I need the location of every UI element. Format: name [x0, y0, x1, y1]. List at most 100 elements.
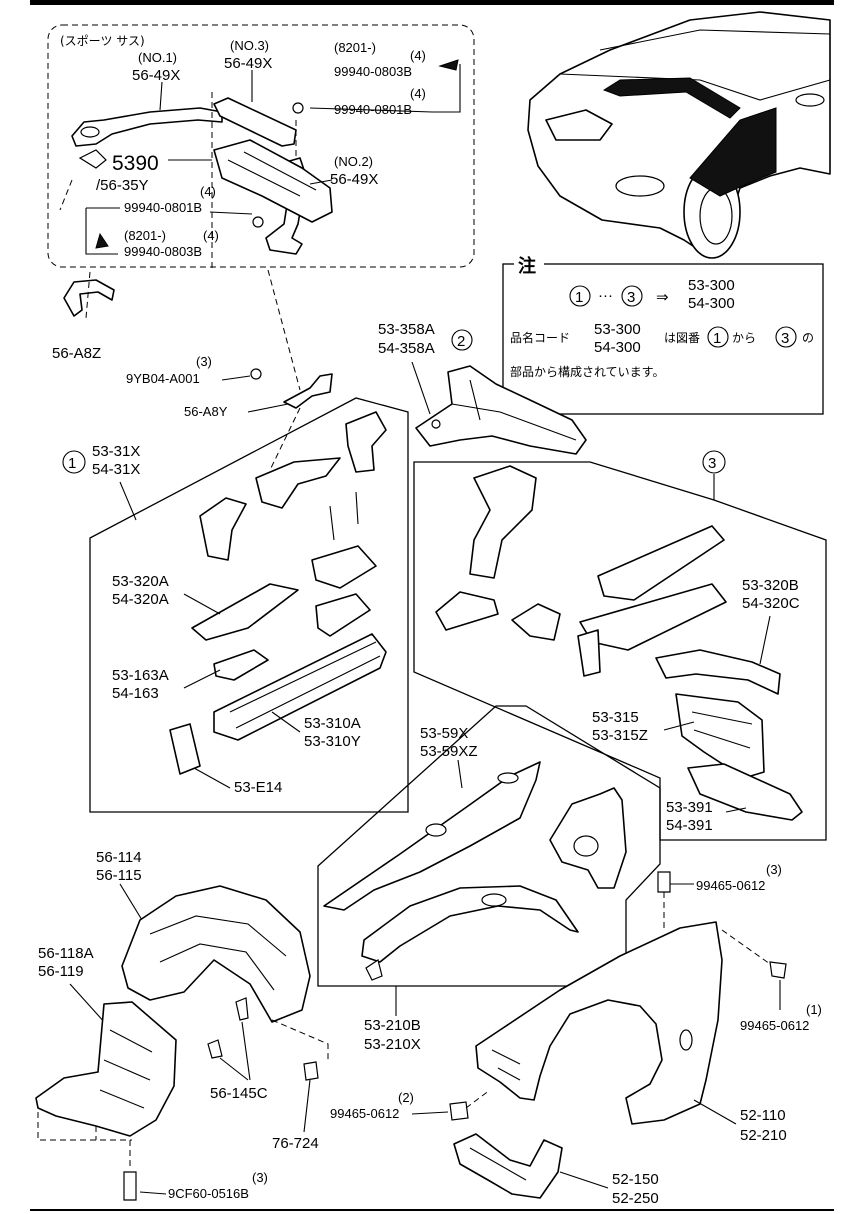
- p163-leader: [183, 669, 221, 689]
- apron-lower-hole: [481, 893, 507, 907]
- p315-leader: [663, 721, 695, 731]
- g1-part-163a: [213, 649, 269, 681]
- liner-fender-114: [121, 885, 311, 1023]
- note-range-from: 1: [575, 289, 583, 306]
- sport-group-frame: [47, 24, 475, 268]
- note-code-2: 54-300: [688, 295, 735, 312]
- p391-1: 53-391: [666, 799, 713, 816]
- fender-splash-152: [453, 1133, 563, 1199]
- note-line2-from: 1: [713, 330, 721, 347]
- note-range-dots: ···: [598, 287, 613, 304]
- fender-bolt-right-qty: (1): [806, 1002, 822, 1017]
- note-line2-no: の: [802, 331, 814, 345]
- g3-part-tower: [469, 465, 537, 579]
- no2-code: 56-49X: [330, 171, 378, 188]
- p315-2: 53-315Z: [592, 727, 648, 744]
- windshield: [599, 29, 831, 51]
- note-line2-prefix: 品名コード: [510, 330, 570, 345]
- p320a-2: 54-320A: [112, 591, 169, 608]
- strut-mount-hole: [80, 126, 100, 138]
- fender-code-1: 52-110: [740, 1107, 786, 1124]
- group1-num: 1: [68, 455, 76, 472]
- group1-circle: [62, 450, 86, 474]
- qty-left-1: (4): [200, 184, 216, 199]
- apron-clip: [365, 959, 383, 981]
- bolt-9cf60: 9CF60-0516B: [168, 1186, 249, 1201]
- cowl-highlight: [602, 77, 741, 119]
- liner-code-4: 56-119: [38, 963, 84, 980]
- sport-group-title: (スポーツ サス): [60, 34, 145, 48]
- fender-bolt-left-leader: [411, 1111, 449, 1115]
- group3-frame: [413, 461, 827, 841]
- liner-118a-ribs: [99, 1029, 153, 1109]
- fender-marker: [679, 1029, 693, 1051]
- liner-114-ribs: [149, 915, 287, 991]
- note-circle-3: [621, 285, 643, 307]
- nut-top: [292, 102, 304, 114]
- g1-part-top: [255, 457, 341, 509]
- bracket-a8y-label: 56-A8Y: [184, 404, 228, 419]
- clip-76-724: 76-724: [272, 1135, 319, 1152]
- code-5390: 5390: [112, 152, 159, 175]
- note-line2-to: 3: [781, 330, 789, 347]
- note-code-1: 53-300: [688, 277, 735, 294]
- apron-upper-hole: [497, 772, 519, 784]
- strut-bar-no1: [71, 107, 223, 147]
- a8y-dash: [267, 269, 301, 471]
- clip-145c-2: [207, 1039, 223, 1059]
- bolt-0803b-left: 99940-0803B: [124, 244, 202, 259]
- clip-145c: 56-145C: [210, 1085, 268, 1102]
- liner-leader-2: [69, 983, 107, 1025]
- group3-circle: [702, 450, 726, 474]
- note-title-bg: [514, 252, 544, 276]
- hood-line: [559, 73, 831, 101]
- g1-part-small: [315, 593, 371, 637]
- group1-code-2: 54-31X: [92, 461, 140, 478]
- apron-code-4: 53-210X: [364, 1036, 421, 1053]
- fender-bolt-top-icon: [657, 871, 671, 893]
- sport-suspension-group: (スポーツ サス) (NO.1) 56-49X (NO.3) 56-49X (8…: [47, 24, 475, 270]
- group-3: 3 53-320B 54-320C 53-315 53-315Z 53-391 …: [413, 450, 827, 841]
- fender-code-3: 52-150: [612, 1171, 659, 1188]
- liner-code-2: 56-115: [96, 867, 142, 884]
- p320c-leader: [759, 615, 771, 665]
- bracket-56-a8z: 56-A8Z: [52, 271, 115, 362]
- cowl-mount: [213, 139, 333, 223]
- clip2-leader: [303, 1079, 311, 1133]
- liner-code-3: 56-118A: [38, 945, 94, 962]
- p391-2: 54-391: [666, 817, 713, 834]
- group2-code-2: 54-358A: [378, 340, 435, 357]
- note-line2-code1: 53-300: [594, 321, 641, 338]
- g1-part-bracket: [345, 411, 387, 473]
- group2-num: 2: [457, 333, 465, 350]
- fender-group: (3) 99465-0612 (1) 99465-0612 (2) 99465-…: [330, 862, 822, 1207]
- note-line2-mid: は図番: [664, 331, 700, 345]
- note-box: 注 1 ··· 3 ⇒ 53-300 54-300 品名コード 53-300 5…: [502, 252, 824, 415]
- mirror: [795, 93, 825, 107]
- fender-code-4: 52-250: [612, 1190, 659, 1207]
- note-circle-1: [569, 285, 591, 307]
- group-1: 1 53-31X 54-31X 53-320A 54-320A 53-163A …: [62, 397, 409, 813]
- left-arrow: [95, 232, 109, 249]
- apron-upper-hole-2: [425, 823, 447, 837]
- splash-leader: [559, 1171, 609, 1189]
- nut-qty: (3): [196, 354, 212, 369]
- rail-53-358a: [415, 365, 587, 455]
- fender-bolt-left-qty: (2): [398, 1090, 414, 1105]
- nut-9yb04: 9YB04-A001: [126, 371, 200, 386]
- bolt-9cf60-qty: (3): [252, 1170, 268, 1185]
- headlight: [545, 109, 613, 141]
- g3-part-315: [675, 693, 765, 779]
- bracket-a8z-label: 56-A8Z: [52, 345, 101, 362]
- fender-bolt-right-dash: [721, 929, 771, 965]
- no3-label: (NO.3): [230, 38, 269, 53]
- fender-bolt-left: 99465-0612: [330, 1106, 399, 1121]
- nut-left: [252, 216, 264, 228]
- g3-part-391: [687, 763, 803, 821]
- qty-top-1: (4): [410, 48, 426, 63]
- fender-bolt-left-icon: [449, 1101, 469, 1121]
- rail-hole: [431, 419, 441, 429]
- no3-code: 56-49X: [224, 55, 272, 72]
- rail-details: [451, 379, 577, 441]
